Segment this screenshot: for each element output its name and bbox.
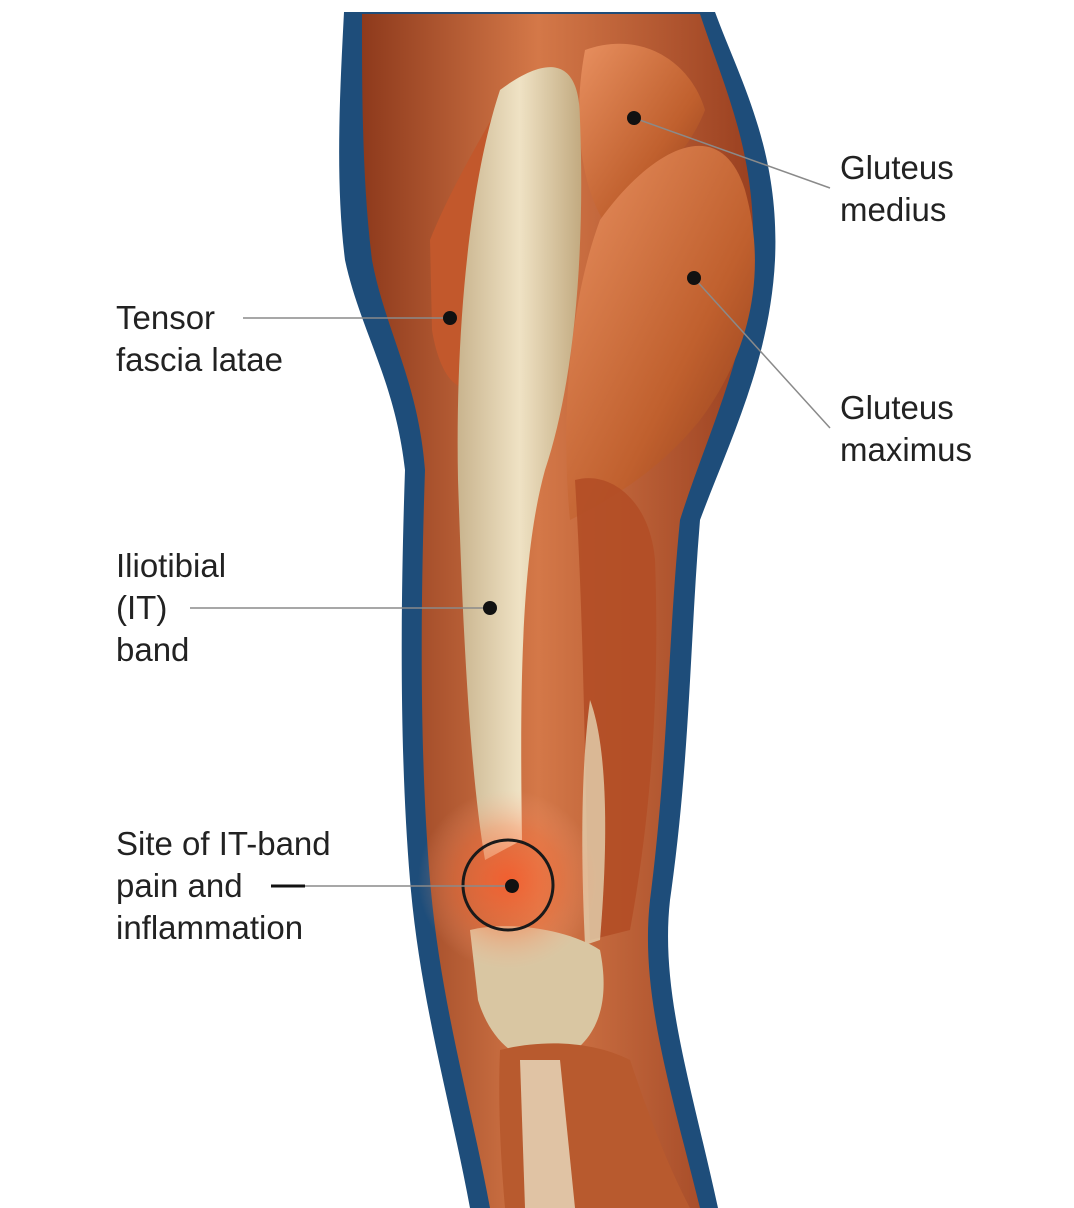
- label-it-band-pain-site: Site of IT-band pain and inflammation: [116, 823, 331, 949]
- marker-dot-pain-site: [505, 879, 519, 893]
- it-band-tendon: [457, 67, 582, 861]
- label-iliotibial-band: Iliotibial (IT) band: [116, 545, 226, 671]
- marker-dot-gluteus-medius: [627, 111, 641, 125]
- label-gluteus-medius: Gluteus medius: [840, 147, 954, 231]
- label-gluteus-maximus-line-1: Gluteus: [840, 389, 954, 426]
- label-it-band-line-2: (IT): [116, 589, 168, 626]
- marker-dot-gluteus-maximus: [687, 271, 701, 285]
- marker-dot-tensor: [443, 311, 457, 325]
- label-it-band-line-1: Iliotibial: [116, 547, 227, 584]
- marker-dot-it-band: [483, 601, 497, 615]
- label-pain-site-line-2: pain and: [116, 867, 243, 904]
- pain-glow: [418, 790, 598, 970]
- shin-tendons: [520, 1060, 575, 1208]
- label-pain-site-line-1: Site of IT-band: [116, 825, 331, 862]
- label-gluteus-maximus-line-2: maximus: [840, 431, 973, 468]
- label-tensor-line-2: fascia latae: [116, 341, 283, 378]
- label-it-band-line-3: band: [116, 631, 190, 668]
- label-tensor-line-1: Tensor: [116, 299, 216, 336]
- label-tensor-fascia-latae: Tensor fascia latae: [116, 297, 283, 381]
- gluteus-medius-muscle: [579, 43, 705, 230]
- label-gluteus-medius-line-2: medius: [840, 191, 947, 228]
- label-gluteus-medius-line-1: Gluteus: [840, 149, 954, 186]
- leader-line-gluteus-maximus: [693, 277, 831, 429]
- gluteus-maximus-muscle: [566, 145, 755, 521]
- leader-line-gluteus-medius: [633, 117, 831, 189]
- pain-site-circle: [461, 838, 555, 932]
- label-pain-site-line-3: inflammation: [116, 909, 304, 946]
- label-gluteus-maximus: Gluteus maximus: [840, 387, 972, 471]
